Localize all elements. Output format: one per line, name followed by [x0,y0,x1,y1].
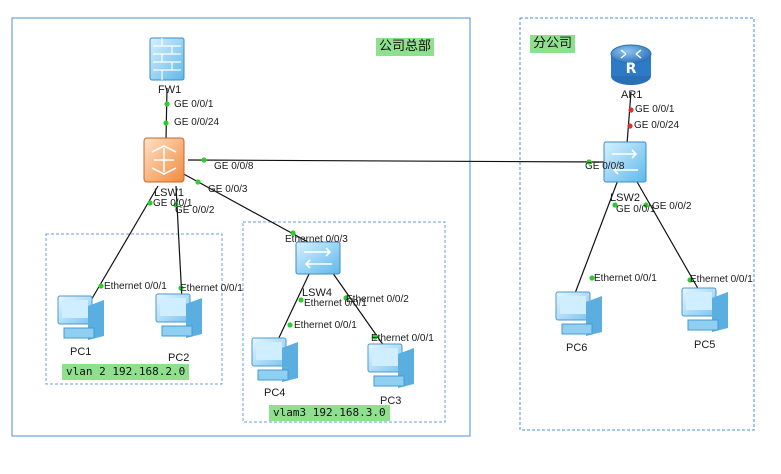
port-dot [163,120,169,126]
lsw2-port-label: GE 0/0/2 [652,201,692,212]
lsw4-label: LSW4 [302,287,332,299]
port-dot [201,157,207,163]
ar1-label: AR1 [621,89,643,101]
pc-icon[interactable] [681,287,728,332]
link-lsw2-pc5 [635,179,701,293]
branch-area-box [519,17,755,431]
hq-area-title: 公司总部 [376,38,435,56]
pc1-port-label: Ethernet 0/0/1 [104,281,167,292]
branch-area-title: 分公司 [530,35,576,53]
fw1-label: FW1 [158,84,182,96]
link-lsw1-lsw2 [187,159,605,163]
lsw4-port-label: Ethernet 0/0/2 [346,294,409,305]
port-dot [290,230,296,236]
lsw1-port-label: GE 0/0/1 [153,198,193,209]
port-dot [178,285,184,291]
pc6-port-label: Ethernet 0/0/1 [594,273,657,284]
pc1-label: PC1 [70,346,92,358]
port-dot [195,179,201,185]
port-dot [173,202,179,208]
pc4-port-label: Ethernet 0/0/1 [294,320,357,331]
links [89,87,701,347]
pc6-label: PC6 [566,342,588,354]
ar1-port-label: GE 0/0/1 [635,104,675,115]
vlan2-tag: vlan 2 192.168.2.0 [62,364,190,380]
port-dot [687,277,693,283]
access-switch-icon[interactable] [295,241,341,275]
pc5-port-label: Ethernet 0/0/1 [690,274,753,285]
pc3-port-label: Ethernet 0/0/1 [371,333,434,344]
link-fw1-lsw1 [165,87,168,141]
link-lsw1-lsw4 [179,171,309,243]
firewall-icon[interactable] [149,37,185,81]
port-dot [372,334,378,340]
port-dot [98,283,104,289]
pc2-label: PC2 [168,352,190,364]
lsw1-port-label: GE 0/0/8 [214,161,254,172]
vlan2-box [45,233,223,385]
hq-area-box [11,17,471,437]
link-lsw4-pc4 [275,271,311,345]
lsw4-port-label: Ethernet 0/0/3 [285,234,348,245]
fw1-port-label: GE 0/0/1 [174,99,214,110]
pc-icon[interactable] [555,291,602,336]
vlan3-tag: vlam3 192.168.3.0 [269,405,390,421]
pc-icon[interactable] [57,295,104,340]
pc-icon[interactable] [251,337,298,382]
port-status-dots [98,101,693,340]
branch-switch-icon[interactable] [603,141,647,183]
lsw1-port-label: GE 0/0/24 [174,117,220,128]
port-dot [627,123,633,129]
port-dot [164,101,170,107]
lsw4-port-label: Ethernet 0/0/1 [304,298,367,309]
port-dot [643,202,649,208]
lsw2-port-label: GE 0/0/24 [634,120,680,131]
port-dot [586,159,592,165]
link-ar1-lsw2 [626,91,632,145]
router-icon[interactable]: R [610,44,652,85]
core-switch-icon[interactable] [143,137,185,183]
link-lsw4-pc3 [331,271,385,347]
link-lsw1-pc1 [89,185,159,303]
lsw1-port-label: GE 0/0/3 [208,184,248,195]
port-dot [298,297,304,303]
lsw2-label: LSW2 [610,192,640,204]
lsw2-port-label: GE 0/0/1 [616,204,656,215]
vlan3-box [242,221,446,423]
port-dot [628,107,634,113]
lsw1-label: LSW1 [154,187,184,199]
svg-text:R: R [626,61,637,77]
lsw2-port-label: GE 0/0/8 [585,161,625,172]
pc-icon[interactable] [155,293,202,338]
pc5-label: PC5 [694,339,716,351]
pc2-port-label: Ethernet 0/0/1 [180,283,243,294]
lsw1-port-label: GE 0/0/2 [175,205,215,216]
port-dot [147,200,153,206]
pc3-label: PC3 [380,395,402,407]
pc-icon[interactable] [367,343,414,388]
port-dot [343,295,349,301]
port-dot [612,202,618,208]
pc4-label: PC4 [264,387,286,399]
port-dot [287,322,293,328]
link-lsw2-pc6 [573,179,619,297]
port-dot [589,275,595,281]
